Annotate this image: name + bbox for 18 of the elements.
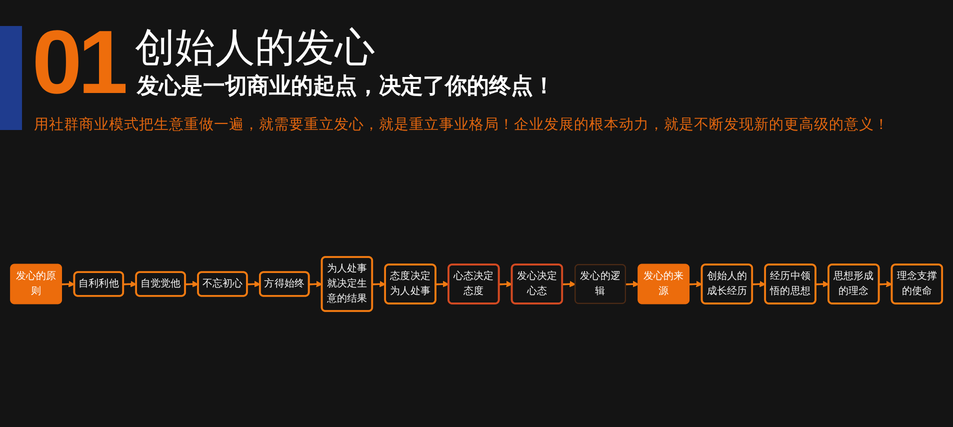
- description: 用社群商业模式把生意重做一遍，就需要重立发心，就是重立事业格局！企业发展的根本动力，就是不断发现新的更高级的意义！: [34, 117, 889, 134]
- arrow: [626, 280, 640, 288]
- arrow: [123, 280, 137, 288]
- arrow: [436, 280, 450, 288]
- title: 创始人的发心: [135, 26, 375, 70]
- arrow: [879, 280, 892, 288]
- arrow: [247, 280, 261, 288]
- arrow: [372, 280, 386, 288]
- arrow: [562, 280, 576, 288]
- arrow: [185, 280, 199, 288]
- subtitle: 发心是一切商业的起点，决定了你的终点！: [137, 74, 555, 100]
- arrow: [309, 280, 322, 288]
- arrow: [752, 280, 766, 288]
- section-number: 01: [32, 18, 124, 108]
- arrow: [816, 280, 830, 288]
- arrow: [499, 280, 512, 288]
- arrow: [62, 280, 75, 288]
- arrow: [689, 280, 702, 288]
